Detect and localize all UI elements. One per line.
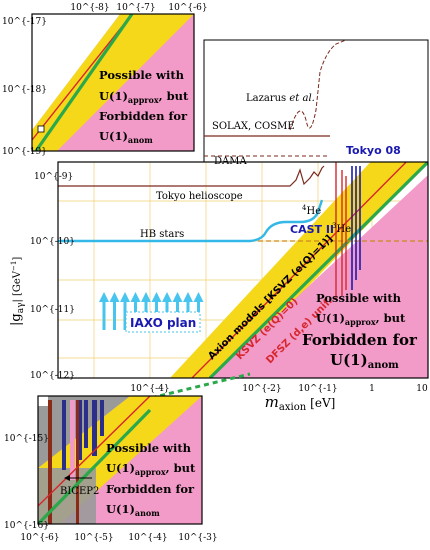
- iaxo-arrow-head-5: [151, 292, 162, 302]
- inset-top-marker: [37, 125, 45, 133]
- tokyo-helioscope-label: Tokyo helioscope: [156, 191, 243, 202]
- main-green-line: [208, 162, 428, 378]
- inset-top-ytick-2: 10^{-18}: [2, 85, 47, 95]
- main-ylabel: |gaγ| [GeV−1]: [9, 257, 26, 326]
- inset-top-annotation: Possible with U(1)approx, but Forbidden …: [99, 68, 189, 145]
- bicep-arrowhead: [64, 475, 70, 481]
- cast-label: CAST II: [290, 223, 334, 236]
- inset-bottom-xtick-4: 10^{-3}: [178, 533, 217, 543]
- cast-curve: [58, 199, 324, 243]
- tokyo08-bars: [351, 166, 361, 290]
- inset-top-xtick-2: 10^{-7}: [116, 3, 155, 13]
- main-ytick-3: 10^{-11}: [30, 305, 75, 315]
- lazarus-label: Lazarus et al.: [246, 93, 315, 104]
- inset-bottom-ytick-1: 10^{-15}: [4, 434, 49, 444]
- inset-bottom-gray-region: [38, 396, 130, 524]
- solax-label: SOLAX, COSME: [212, 121, 295, 132]
- he3-label: 3He: [332, 222, 351, 235]
- main-xlabel: maxion[eV]: [265, 393, 336, 413]
- main-ann-line1: Possible with: [316, 291, 402, 305]
- inset-bottom-ann-line1: Possible with: [106, 441, 192, 455]
- main-panel: Lazarus et al. SOLAX, COSME DAMA Tokyo 0…: [9, 39, 429, 413]
- inset-top-white-region: [32, 14, 120, 130]
- dama-label: DAMA: [214, 156, 247, 167]
- main-ann-line2: U(1)approx, but: [316, 311, 406, 327]
- main-pink-region: [210, 175, 428, 378]
- inset-top-yellow-band: [32, 14, 194, 151]
- inset-bottom-left: BICEP2 Possible with U(1)approx, but For…: [4, 395, 218, 543]
- main-red-line: [191, 162, 408, 378]
- inset-top-xtick-3: 10^{-6}: [168, 3, 207, 13]
- iaxo-arrow-head-1: [109, 292, 120, 302]
- main-frame: [57, 161, 429, 379]
- main-xtick-3: 10^{-1}: [298, 384, 337, 394]
- iaxo-arrow-head-2: [120, 292, 130, 302]
- main-ytick-2: 10^{-10}: [30, 237, 75, 247]
- inset-bottom-ann-line4: U(1)anom: [106, 502, 160, 518]
- main-xtick-1: 10^{-4}: [130, 384, 169, 394]
- inset-bottom-bars: [48, 400, 104, 524]
- inset-top-ann-line2: U(1)approx, but: [99, 89, 189, 105]
- inset-top-xtick-1: 10^{-8}: [70, 3, 109, 13]
- inset-bottom-xtick-3: 10^{-4}: [128, 533, 167, 543]
- iaxo-arrow-head-8: [183, 292, 193, 302]
- inset-top-ann-line3: Forbidden for: [99, 109, 188, 123]
- iaxo-arrow-head-3: [130, 292, 141, 302]
- inset-bottom-frame: [37, 395, 203, 525]
- inset-bottom-red-line: [38, 396, 151, 507]
- hb-label: HB stars: [140, 229, 184, 240]
- main-xtick-4: 1: [369, 384, 375, 394]
- inset-bottom-green-line: [38, 408, 152, 524]
- inset-bottom-xtick-2: 10^{-5}: [74, 533, 113, 543]
- iaxo-plan-box: IAXO plan: [125, 311, 201, 333]
- inset-bottom-annotation: Possible with U(1)approx, but Forbidden …: [106, 441, 196, 518]
- inset-top-green-line: [34, 14, 134, 151]
- inset-top-left: 10^{-8} 10^{-7} 10^{-6} 10^{-17} 10^{-18…: [2, 3, 208, 157]
- inset-bottom-white-corner: [38, 396, 48, 406]
- he4-label: 4He: [302, 204, 321, 217]
- tokyo-helioscope-curve: [58, 165, 325, 187]
- red-verticals: [335, 162, 347, 300]
- iaxo-label: IAXO plan: [130, 316, 196, 330]
- inset-top-ytick-1: 10^{-17}: [2, 17, 47, 27]
- inset-top-ytick-3: 10^{-19}: [2, 147, 47, 157]
- iaxo-arrow-head-9: [193, 292, 204, 302]
- main-ytick-1: 10^{-9}: [34, 172, 73, 182]
- main-xtick-5: 10: [416, 384, 428, 394]
- inset-bottom-ytick-2: 10^{-16}: [4, 521, 49, 531]
- main-ann-line4: U(1)anom: [330, 351, 399, 371]
- main-xtick-2: 10^{-2}: [242, 384, 281, 394]
- inset-top-ann-line1: Possible with: [99, 68, 185, 82]
- inset-bottom-xtick-1: 10^{-6}: [20, 533, 59, 543]
- tokyo08-label: Tokyo 08: [346, 144, 401, 157]
- lazarus-curve: [289, 39, 347, 131]
- main-annotation: Possible with U(1)approx, but Forbidden …: [302, 291, 418, 371]
- main-ytick-4: 10^{-12}: [30, 371, 75, 381]
- iaxo-arrow-head-4: [141, 292, 151, 302]
- main-ann-line3: Forbidden for: [302, 331, 418, 349]
- inset-bottom-ann-line2: U(1)approx, but: [106, 461, 196, 477]
- inset-bottom-ann-line3: Forbidden for: [106, 482, 195, 496]
- bicep-label: BICEP2: [60, 486, 99, 497]
- inset-top-ann-line4: U(1)anom: [99, 129, 153, 145]
- inset-top-frame: [31, 13, 195, 152]
- main-upper-contents: Lazarus et al. SOLAX, COSME: [204, 39, 347, 157]
- iaxo-arrow-head-7: [172, 292, 183, 302]
- iaxo-arrow-head-0: [99, 292, 109, 302]
- iaxo-arrow-head-6: [162, 292, 172, 302]
